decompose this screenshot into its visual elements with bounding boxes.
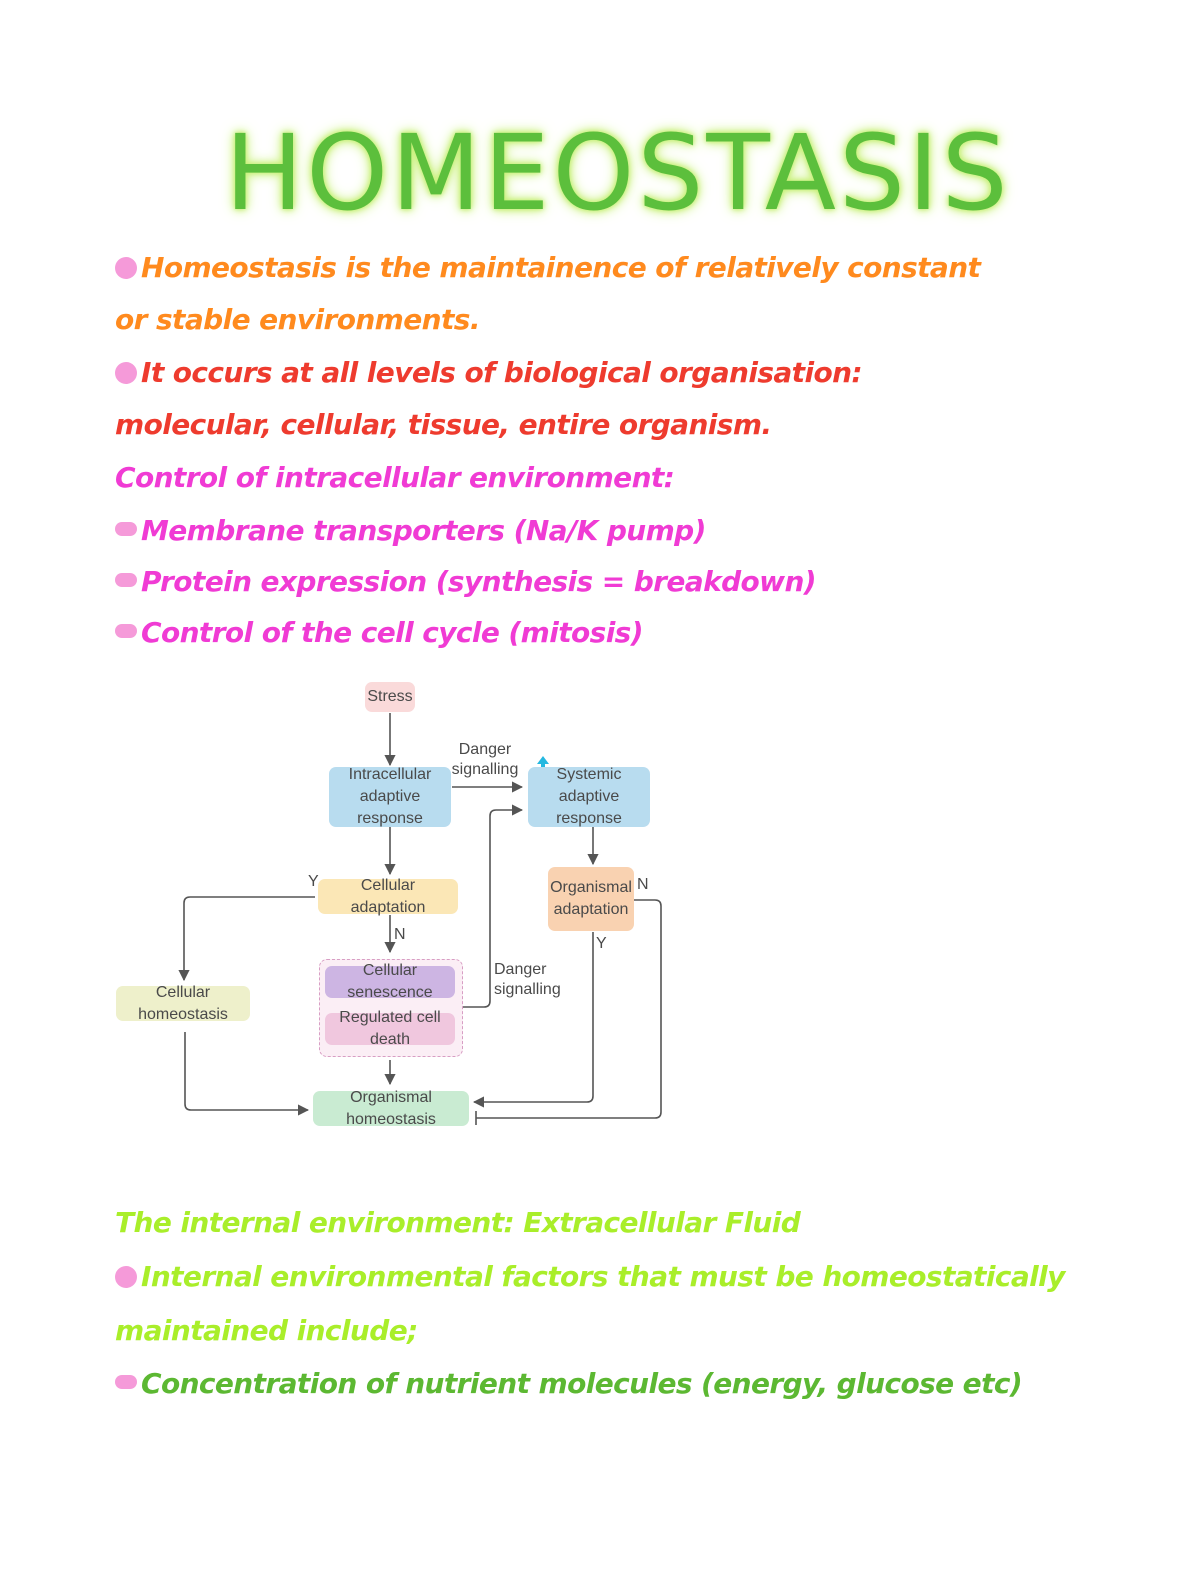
cellular-senescence-box: Cellular senescence [325,962,455,1001]
dash-marker-icon [115,522,137,536]
organismal-adaptation-box: Organismal adaptation [548,867,634,931]
bullet-marker-icon [115,362,137,384]
organismal-homeostasis-box: Organismal homeostasis [313,1089,469,1128]
danger-label-line-1: Danger [458,741,512,758]
organismal-adaptation-line-2: adaptation [553,901,629,918]
label-yes-1: Y [308,873,319,890]
regulated-cell-death-box: Regulated cell death [325,1009,455,1048]
bullet-marker-icon [115,257,137,279]
systemic-line-1: Systemic [556,766,622,783]
danger-signalling-label-mid: Danger signalling [494,960,561,1000]
label-no-2: N [637,876,649,893]
stress-box: Stress [365,682,415,712]
intracellular-line-1: Intracellular [348,766,432,783]
definition-text-1: Homeostasis is the maintainence of relat… [141,251,981,284]
extracellular-heading: The internal environment: Extracellular … [115,1206,801,1239]
nutrient-item: Concentration of nutrient molecules (ene… [115,1364,1023,1404]
systemic-response-box: Systemic adaptive response [528,766,650,827]
arrow-cellular-to-organismal-homeostasis [184,1032,310,1116]
danger-label-line-1: Danger [494,961,547,978]
intracellular-response-box: Intracellular adaptive response [329,766,451,827]
levels-text-1: It occurs at all levels of biological or… [141,356,863,389]
internal-factors-line-2: maintained include; [115,1314,418,1347]
intracellular-item: Membrane transporters (Na/K pump) [115,511,706,551]
cyan-up-arrow-icon [536,755,550,775]
cellular-homeostasis-box: Cellular homeostasis [116,984,250,1023]
intracellular-item-text: Control of the cell cycle (mitosis) [141,616,644,649]
danger-signalling-label-top: Danger signalling [450,740,520,780]
nutrient-item-text: Concentration of nutrient molecules (ene… [141,1367,1023,1400]
organismal-adaptation-line-1: Organismal [550,879,632,896]
definition-line-1: Homeostasis is the maintainence of relat… [115,248,981,288]
homeostasis-flow-diagram: Stress Intracellular adaptive response D… [110,670,670,1140]
arrow-senescence-to-systemic [462,804,524,1008]
intracellular-item-text: Membrane transporters (Na/K pump) [141,514,706,547]
diagram-connectors [178,713,662,1125]
danger-label-line-2: signalling [451,761,519,778]
inhibit-organismal-adaptation-no [476,899,662,1119]
label-yes-2: Y [596,935,607,952]
intracellular-item-text: Protein expression (synthesis = breakdow… [141,565,817,598]
levels-line-1: It occurs at all levels of biological or… [115,353,863,393]
cellular-adaptation-box: Cellular adaptation [318,877,458,916]
bullet-marker-icon [115,1266,137,1288]
intracellular-item: Control of the cell cycle (mitosis) [115,613,644,653]
intracellular-heading: Control of intracellular environment: [115,461,675,494]
internal-factors-text-1: Internal environmental factors that must… [141,1260,1065,1293]
systemic-line-2: adaptive response [556,788,622,827]
label-no-1: N [394,926,406,943]
intracellular-item: Protein expression (synthesis = breakdow… [115,562,817,602]
arrow-adaptation-to-cellular-homeostasis [178,896,315,982]
dash-marker-icon [115,573,137,587]
dash-marker-icon [115,1375,137,1389]
levels-line-2: molecular, cellular, tissue, entire orga… [115,408,772,441]
internal-factors-line-1: Internal environmental factors that must… [115,1257,1065,1297]
definition-line-2: or stable environments. [115,303,480,336]
danger-label-line-2: signalling [494,981,561,998]
intracellular-line-2: adaptive response [357,788,423,827]
page-title: HOMEOSTASIS [225,112,1011,234]
arrow-organismal-adaptation-yes [472,932,594,1108]
dash-marker-icon [115,624,137,638]
